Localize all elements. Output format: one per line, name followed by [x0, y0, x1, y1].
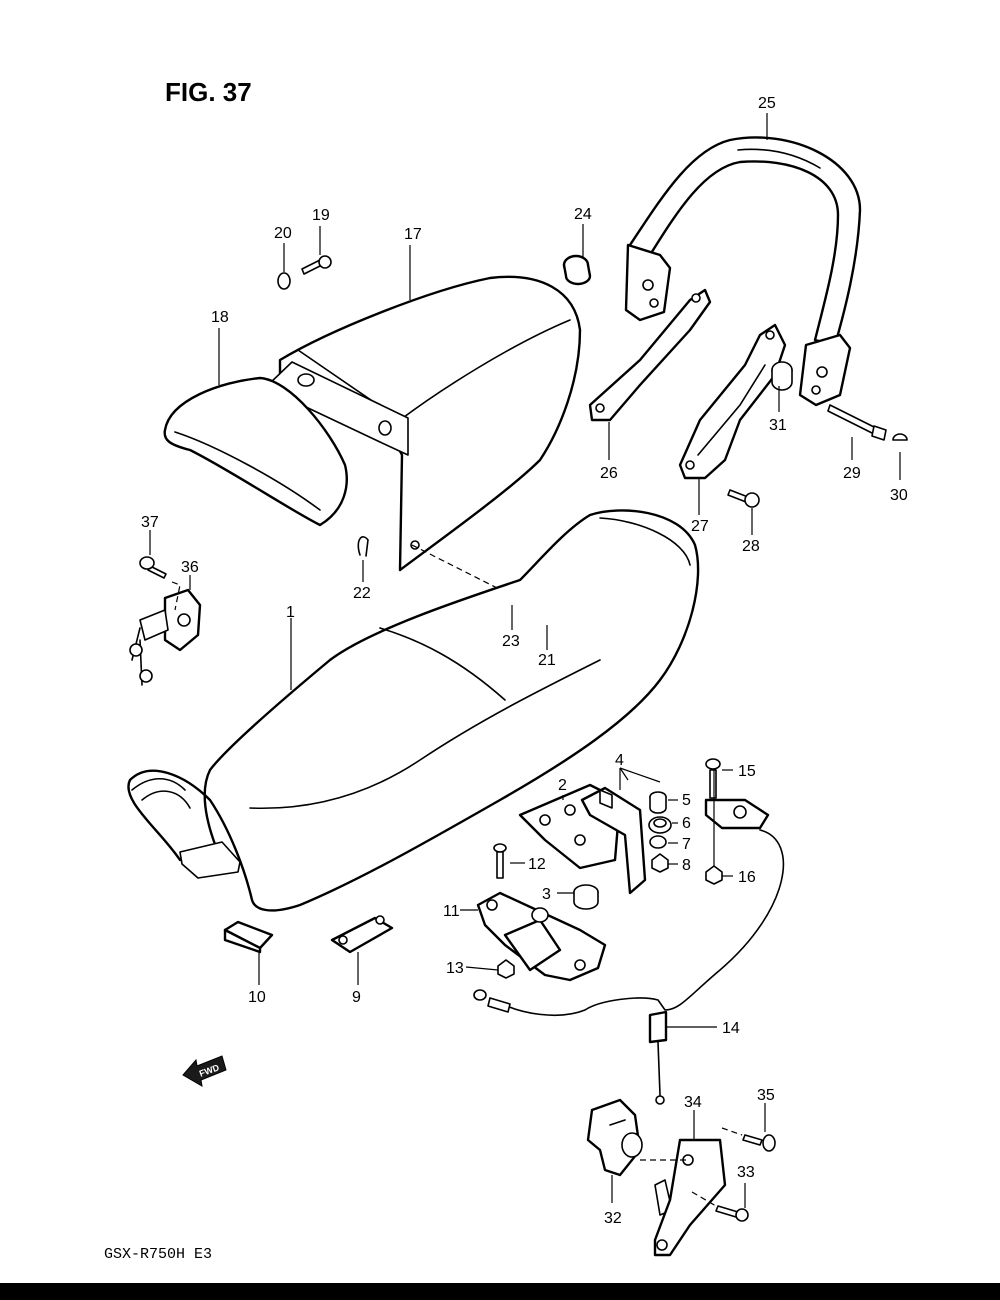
- callout-7: 7: [682, 836, 691, 853]
- screw-35: [742, 1134, 776, 1152]
- callout-25: 25: [758, 95, 776, 112]
- callout-9: 9: [352, 989, 361, 1006]
- bracket-9: [330, 915, 394, 954]
- callout-32: 32: [604, 1210, 622, 1227]
- callout-31: 31: [769, 417, 787, 434]
- plug: [562, 254, 592, 286]
- main-seat: [127, 509, 700, 912]
- callout-12: 12: [528, 856, 546, 873]
- nut-8: [651, 853, 669, 873]
- callout-23: 23: [502, 633, 520, 650]
- callout-26: 26: [600, 465, 618, 482]
- nut-16: [705, 865, 723, 885]
- callout-28: 28: [742, 538, 760, 555]
- callout-2: 2: [558, 777, 567, 794]
- left-rail-bracket: [588, 288, 712, 422]
- collar: [771, 361, 793, 391]
- seat-lock: [129, 556, 202, 686]
- washer-20: [277, 272, 291, 290]
- callout-18: 18: [211, 309, 229, 326]
- callout-19: 19: [312, 207, 330, 224]
- callout-11: 11: [443, 903, 460, 920]
- clip-22: [357, 536, 369, 557]
- seat-lock-plate-11: [476, 891, 607, 982]
- callout-15: 15: [738, 763, 756, 780]
- callout-5: 5: [682, 792, 691, 809]
- callout-30: 30: [890, 487, 908, 504]
- nut-13: [497, 959, 515, 979]
- callout-8: 8: [682, 857, 691, 874]
- callout-16: 16: [738, 869, 756, 886]
- stay-4: [580, 786, 647, 895]
- lock-bracket-34: [653, 1138, 727, 1257]
- cushion-3: [573, 884, 599, 910]
- callout-14: 14: [722, 1020, 740, 1037]
- rail-bolt: [827, 404, 887, 441]
- callout-29: 29: [843, 465, 861, 482]
- seat-lock-cable: [473, 829, 785, 1105]
- washer-7: [649, 835, 667, 849]
- figure-title: FIG. 37: [165, 77, 252, 107]
- callout-1: 1: [286, 604, 295, 621]
- bottom-rule: [0, 1283, 1000, 1300]
- callout-33: 33: [737, 1164, 755, 1181]
- model-code: GSX-R750H E3: [104, 1246, 212, 1263]
- callout-20: 20: [274, 225, 292, 242]
- screw-12: [493, 843, 507, 879]
- collar-5: [649, 791, 667, 814]
- right-rail-bracket: [678, 323, 787, 480]
- callout-37: 37: [141, 514, 159, 531]
- callout-labels: 1 2 3 4 5 6 7 8 9 10 11 12 13 14 15 16 1…: [141, 95, 908, 1227]
- callout-21: 21: [538, 652, 556, 669]
- screw-19: [301, 255, 332, 275]
- fwd-arrow-icon: FWD: [182, 1055, 227, 1087]
- seat-pad: [163, 376, 348, 527]
- callout-35: 35: [757, 1087, 775, 1104]
- callout-13: 13: [446, 960, 464, 977]
- callout-10: 10: [248, 989, 266, 1006]
- callout-4: 4: [615, 752, 624, 769]
- callout-24: 24: [574, 206, 592, 223]
- callout-36: 36: [181, 559, 199, 576]
- seat-lock-assy-32: [586, 1098, 673, 1216]
- bracket-bolt: [727, 489, 760, 508]
- bolt-cap: [892, 433, 908, 441]
- cable-guide-15: [704, 758, 770, 830]
- pad-10: [223, 920, 274, 954]
- callout-17: 17: [404, 226, 422, 243]
- bolt-33: [715, 1205, 749, 1222]
- callout-3: 3: [542, 886, 551, 903]
- grab-rail: [624, 136, 862, 407]
- callout-34: 34: [684, 1094, 702, 1111]
- leader-lines: [149, 113, 901, 1208]
- callout-27: 27: [691, 518, 709, 535]
- callout-22: 22: [353, 585, 371, 602]
- callout-6: 6: [682, 815, 691, 832]
- cushion-6: [648, 816, 672, 834]
